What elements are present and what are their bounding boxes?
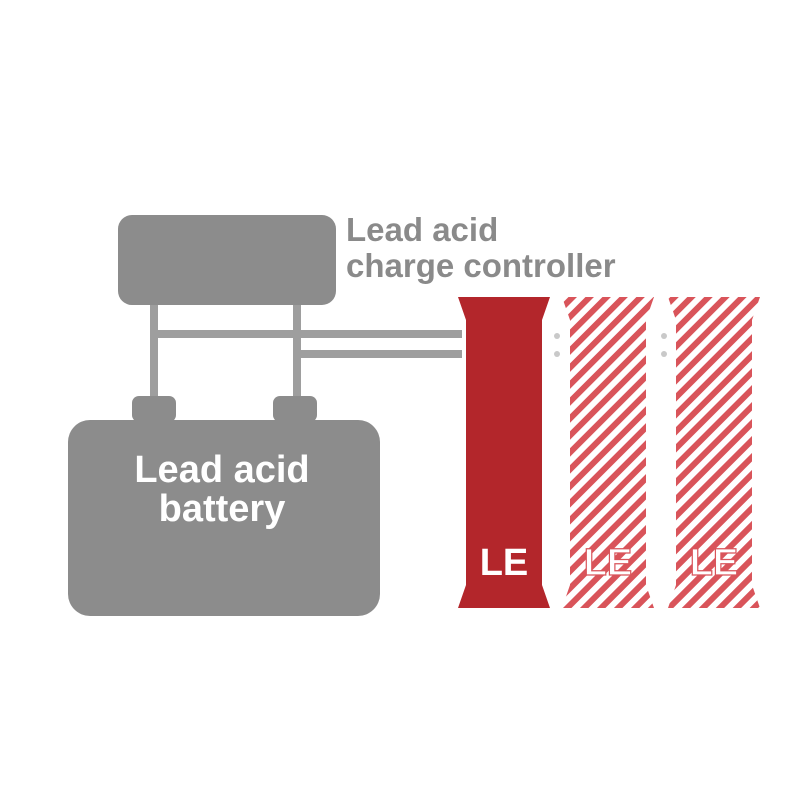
battery-terminal-positive — [273, 396, 317, 422]
charge-controller-box — [118, 215, 336, 305]
le-module-installed-label: LE — [480, 542, 529, 584]
controller-label-line2: charge controller — [346, 247, 616, 284]
battery-label-line2: battery — [159, 488, 286, 530]
lead-acid-battery-box — [68, 420, 380, 616]
le-module-installed — [458, 297, 550, 608]
wire-upper-bus — [150, 330, 462, 338]
le-module-optional — [562, 297, 654, 608]
battery-label-line1: Lead acid — [134, 449, 309, 491]
battery-terminal-negative — [132, 396, 176, 422]
wire-lower-bus — [293, 350, 462, 358]
le-module-optional-label: LE — [690, 542, 739, 584]
wires — [150, 305, 462, 397]
module-connector-dot — [554, 351, 560, 357]
module-connector-dot — [661, 333, 667, 339]
wire-controller-left-drop — [150, 305, 158, 397]
controller-label-line1: Lead acid — [346, 211, 498, 248]
module-connector-dot — [661, 351, 667, 357]
module-connector-dot — [554, 333, 560, 339]
le-module-optional-label: LE — [584, 542, 633, 584]
le-module-optional — [668, 297, 760, 608]
